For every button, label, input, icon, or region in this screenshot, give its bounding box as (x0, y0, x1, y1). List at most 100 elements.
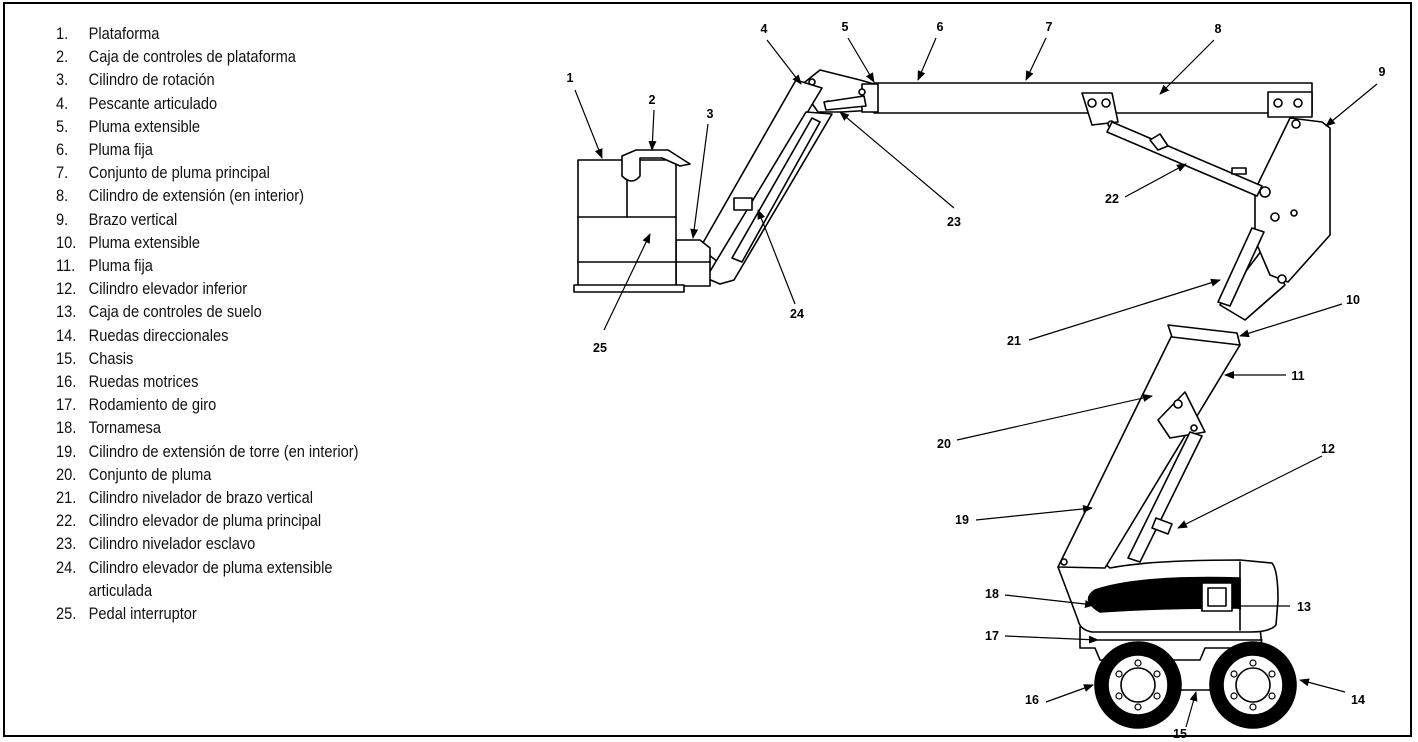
pivot-pin (1259, 186, 1271, 198)
legend-number: 18. (56, 418, 77, 438)
pivot-pin (1173, 399, 1183, 409)
legend-text: Pluma extensible (88, 116, 201, 136)
pivot-pin (858, 88, 866, 96)
leader-line-4 (766, 39, 802, 85)
leader-line-12 (1177, 455, 1323, 529)
leader-line-15 (1185, 691, 1198, 728)
legend-item: 22.Cilindro elevador de pluma principal (56, 509, 358, 532)
legend-text: Cilindro de rotación (88, 70, 215, 90)
legend-text: Ruedas motrices (88, 372, 199, 392)
leader-line-24 (757, 209, 796, 305)
legend-number: 15. (56, 348, 77, 368)
drive-wheel-hub (1120, 667, 1156, 703)
pivot-pin (1087, 98, 1097, 108)
legend-item: 1.Plataforma (56, 22, 358, 45)
rotator (675, 239, 711, 287)
legend-item: 10. Pluma extensible (56, 231, 358, 254)
legend-item: 5. Pluma extensible (56, 115, 358, 138)
legend-number: 6. (56, 140, 69, 160)
pivot-pin (1270, 212, 1280, 222)
callout-2: 2 (649, 93, 656, 107)
legend-text: Ruedas direccionales (88, 325, 229, 345)
legend-text: Cilindro nivelador de brazo vertical (88, 488, 313, 508)
steer-wheel-hub (1235, 667, 1271, 703)
legend-number: 25. (56, 604, 77, 624)
lower-lift-cylinder-rod (1151, 517, 1173, 535)
pivot-pin (1273, 98, 1283, 108)
legend-number: 16. (56, 372, 77, 392)
legend-item: 25. Pedal interruptor (56, 602, 358, 625)
pivot-pin (1293, 98, 1303, 108)
leader-line-6 (917, 37, 937, 81)
leader-line-25 (603, 233, 651, 331)
leader-line-3 (690, 123, 709, 239)
leader-line-17 (1004, 635, 1099, 644)
legend-item: 20.Conjunto de pluma (56, 463, 358, 486)
legend-number: 23. (56, 534, 77, 554)
legend-text: Cilindro elevador inferior (88, 279, 248, 299)
cylinder-clamp (1231, 167, 1247, 175)
lug-nut (1230, 692, 1238, 700)
legend-item: 17.Rodamiento de giro (56, 393, 358, 416)
legend-item: 14. Ruedas direccionales (56, 324, 358, 347)
tower-boom-collar (1167, 324, 1241, 346)
legend-number: 10. (56, 232, 77, 252)
callout-13: 13 (1297, 600, 1311, 614)
legend-number: 21. (56, 488, 77, 508)
lug-nut (1268, 692, 1276, 700)
legend-text: Chasis (88, 348, 134, 368)
legend-text: Plataforma (88, 24, 160, 43)
jib-cylinder-bracket (733, 197, 753, 211)
pivot-pin (1277, 274, 1287, 284)
lug-nut (1153, 692, 1161, 700)
pivot-pin (1190, 424, 1198, 432)
callout-8: 8 (1215, 22, 1222, 36)
jib-boom (699, 79, 823, 263)
legend-text: Cilindro nivelador esclavo (88, 534, 256, 554)
legend-item: 3.Cilindro de rotación (56, 68, 358, 91)
legend-text: Pluma fija (88, 140, 153, 160)
legend-item: 4.Pescante articulado (56, 92, 358, 115)
legend-number: 22. (56, 511, 77, 531)
legend-text: Pluma fija (88, 256, 153, 276)
legend-item: 15. Chasis (56, 347, 358, 370)
slave-leveling-cylinder (823, 95, 867, 111)
callout-5: 5 (842, 20, 849, 34)
main-lift-cylinder-rod (1149, 133, 1169, 151)
leader-line-16 (1045, 684, 1094, 703)
leader-line-1 (574, 89, 603, 159)
legend-number: 5. (56, 116, 69, 136)
leader-line-5 (847, 37, 875, 83)
leader-line-2 (648, 109, 657, 151)
legend-item: 2.Caja de controles de plataforma (56, 45, 358, 68)
callout-24: 24 (790, 307, 804, 321)
legend-number: 14. (56, 325, 77, 345)
pivot-pin (1290, 209, 1298, 217)
legend-number: 7. (56, 163, 69, 183)
callout-7: 7 (1046, 20, 1053, 34)
lug-nut (1134, 659, 1142, 667)
legend-number: 4. (56, 93, 69, 113)
legend-text: Pluma extensible (88, 232, 201, 252)
legend-text: Rodamiento de giro (88, 395, 217, 415)
legend-number: 9. (56, 209, 69, 229)
leader-line-9 (1325, 83, 1378, 127)
legend-item: 19.Cilindro de extensión de torre (en in… (56, 440, 358, 463)
leader-line-14 (1299, 678, 1346, 693)
callout-22: 22 (1105, 192, 1119, 206)
vertical-arm (1254, 117, 1331, 283)
callout-1: 1 (567, 71, 574, 85)
legend-text: Caja de controles de suelo (88, 302, 262, 322)
lug-nut (1115, 692, 1123, 700)
lug-nut (1134, 703, 1142, 711)
callout-14: 14 (1351, 693, 1365, 707)
legend-text: Cilindro elevador de pluma extensible ar… (88, 557, 333, 600)
legend-item: 8.Cilindro de extensión (en interior) (56, 184, 358, 207)
legend-text: Pedal interruptor (88, 604, 197, 624)
legend-item: 21. Cilindro nivelador de brazo vertical (56, 486, 358, 509)
legend-item: 6. Pluma fija (56, 138, 358, 161)
legend-item: 16. Ruedas motrices (56, 370, 358, 393)
callout-3: 3 (707, 107, 714, 121)
callout-4: 4 (761, 22, 768, 36)
